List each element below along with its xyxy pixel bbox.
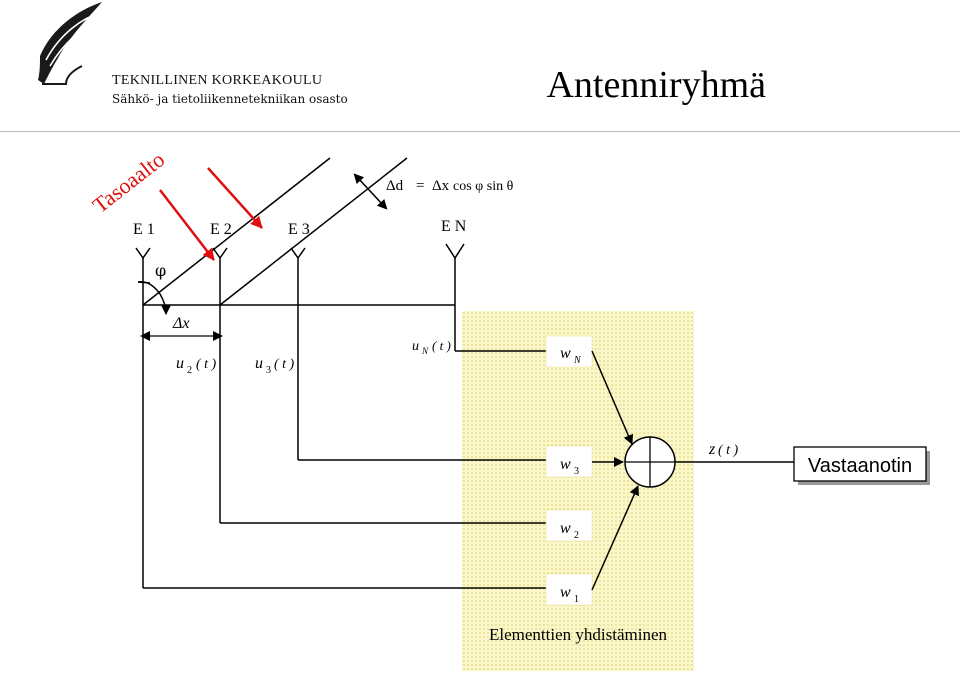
antenna-en: [445, 243, 465, 351]
weight-box-1: [545, 573, 593, 606]
svg-text:1: 1: [574, 594, 579, 605]
combiner-caption: Elementtien yhdistäminen: [489, 625, 667, 644]
header-divider: [0, 131, 960, 132]
signal-label-u3: u 3 ( t ): [255, 355, 295, 376]
combiner-panel: [462, 311, 694, 671]
page-title: Antenniryhmä: [546, 64, 766, 106]
weight-label-w1: w 1: [560, 584, 579, 605]
svg-text:w: w: [560, 456, 571, 473]
plane-wave-label: Tasoaalto: [88, 147, 170, 218]
plane-wave-arrow-1: [159, 189, 215, 261]
svg-text:( t ): ( t ): [432, 338, 451, 353]
svg-text:z: z: [708, 441, 716, 458]
department-name: Sähkö- ja tietoliikennetekniikan osasto: [112, 92, 348, 106]
svg-text:w: w: [560, 345, 571, 362]
antenna-e2: [212, 247, 228, 523]
weight-label-w3: w 3: [560, 456, 579, 477]
signal-label-u2: u 2 ( t ): [176, 355, 217, 376]
path-diff-eq: =: [416, 178, 424, 194]
svg-text:3: 3: [266, 365, 271, 376]
svg-text:w: w: [560, 520, 571, 537]
receiver-box: [793, 446, 927, 482]
spacing-label: Δx: [172, 315, 190, 332]
svg-text:( t ): ( t ): [718, 443, 739, 458]
wavefront-line-2: [219, 157, 408, 306]
svg-text:N: N: [573, 355, 582, 366]
svg-text:( t ): ( t ): [196, 357, 217, 372]
element-label-e1: E 1: [133, 221, 155, 238]
element-label-e2: E 2: [210, 221, 232, 238]
weight-1-arrow: [591, 485, 639, 591]
path-difference-arrow: [353, 173, 388, 210]
receiver-label: Vastaanotin: [808, 455, 912, 477]
university-logo: [38, 2, 103, 85]
university-name: TEKNILLINEN KORKEAKOULU: [112, 73, 323, 88]
wavefront-line-1: [142, 157, 331, 306]
output-label: z ( t ): [708, 441, 739, 458]
weight-box-3: [545, 445, 593, 478]
svg-text:u: u: [412, 339, 419, 354]
signal-label-un: u N ( t ): [412, 338, 451, 356]
svg-text:( t ): ( t ): [274, 357, 295, 372]
weight-label-w2: w 2: [560, 520, 579, 541]
antenna-e1: [135, 247, 151, 588]
weight-box-2: [545, 509, 593, 542]
svg-text:2: 2: [187, 365, 192, 376]
svg-text:u: u: [255, 355, 263, 372]
svg-text:N: N: [421, 346, 429, 356]
svg-text:u: u: [176, 355, 184, 372]
path-diff-delta-x: Δx: [432, 178, 450, 194]
plane-wave-arrow-2: [207, 167, 263, 229]
element-label-e3: E 3: [288, 221, 310, 238]
svg-text:2: 2: [574, 530, 579, 541]
summing-node: [624, 436, 676, 488]
element-label-en: E N: [441, 218, 467, 235]
angle-label: φ: [155, 261, 166, 280]
path-diff-rhs: cos φ sin θ: [453, 179, 514, 194]
weight-label-wn: w N: [560, 345, 582, 366]
path-diff-lhs: Δd: [386, 178, 404, 194]
weight-n-arrow: [591, 350, 634, 445]
svg-text:w: w: [560, 584, 571, 601]
angle-arc-tail: [137, 281, 151, 284]
antenna-e3: [290, 247, 306, 460]
weight-box-n: [545, 335, 593, 368]
svg-text:3: 3: [574, 466, 579, 477]
